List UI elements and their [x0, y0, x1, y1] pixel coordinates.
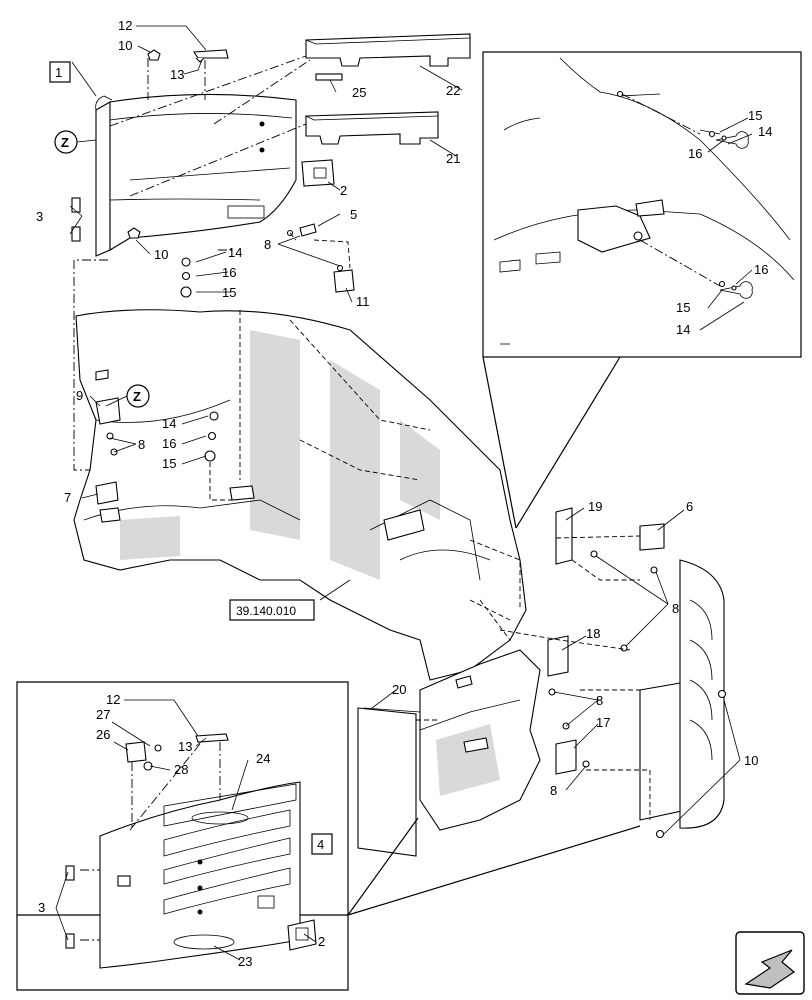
callout-5: 5	[350, 207, 357, 222]
callout-3: 3	[38, 900, 45, 915]
callout-8: 8	[672, 601, 679, 616]
callout-7: 7	[64, 490, 71, 505]
callout-8: 8	[138, 437, 145, 452]
grille-inset	[16, 681, 641, 991]
reference-link[interactable]: 39.140.010	[236, 604, 296, 618]
callout-25: 25	[352, 85, 366, 100]
foam-pads	[305, 33, 471, 145]
callout-6: 6	[686, 499, 693, 514]
arrow-icon[interactable]	[735, 931, 805, 995]
callout-26: 26	[96, 727, 110, 742]
callout-21: 21	[446, 151, 460, 166]
tractor-frame	[73, 309, 527, 681]
callout-8: 8	[550, 783, 557, 798]
callout-20: 20	[392, 682, 406, 697]
callout-2: 2	[340, 183, 347, 198]
callout-12: 12	[118, 18, 132, 33]
callout-14: 14	[758, 124, 772, 139]
callout-27: 27	[96, 707, 110, 722]
callout-28: 28	[174, 762, 188, 777]
callout-15: 15	[162, 456, 176, 471]
callout-15: 15	[222, 285, 236, 300]
inset-detail	[482, 51, 802, 358]
callout-box-4	[311, 833, 333, 855]
callout-13: 13	[170, 67, 184, 82]
callout-leaders	[55, 25, 753, 961]
callout-10: 10	[118, 38, 132, 53]
callout-15: 15	[748, 108, 762, 123]
callout-8: 8	[596, 693, 603, 708]
callout-8: 8	[264, 237, 271, 252]
callout-24: 24	[256, 751, 270, 766]
callout-16: 16	[688, 146, 702, 161]
callout-14: 14	[162, 416, 176, 431]
callout-4: 4	[317, 837, 324, 852]
callout-9: 9	[76, 388, 83, 403]
callout-11: 11	[356, 294, 370, 309]
callout-14: 14	[676, 322, 690, 337]
cover-panel-20	[357, 707, 440, 857]
callout-18: 18	[586, 626, 600, 641]
callout-23: 23	[238, 954, 252, 969]
callout-15: 15	[676, 300, 690, 315]
side-panel-assembly	[71, 93, 297, 257]
front-grille	[479, 507, 727, 839]
callout-16: 16	[162, 436, 176, 451]
detail-mark-z: Z	[61, 135, 69, 150]
brackets-left	[95, 397, 236, 505]
front-lower-frame	[419, 649, 541, 831]
callout-3: 3	[36, 209, 43, 224]
callout-box-1	[49, 61, 71, 83]
callout-10: 10	[744, 753, 758, 768]
callout-16: 16	[222, 265, 236, 280]
callout-17: 17	[596, 715, 610, 730]
callout-14: 14	[228, 245, 242, 260]
callout-10: 10	[154, 247, 168, 262]
callout-1: 1	[55, 65, 62, 80]
callout-12: 12	[106, 692, 120, 707]
callout-labels: 1 2 2 3 3 4 5 6 7 8 8 8 8 8 9 10 10 10 1…	[36, 18, 772, 969]
callout-13: 13	[178, 739, 192, 754]
callout-16: 16	[754, 262, 768, 277]
hardware-top	[127, 49, 355, 298]
callout-22: 22	[446, 83, 460, 98]
callout-2: 2	[318, 934, 325, 949]
reference-box	[229, 599, 315, 621]
detail-mark-z: Z	[133, 389, 141, 404]
callout-19: 19	[588, 499, 602, 514]
